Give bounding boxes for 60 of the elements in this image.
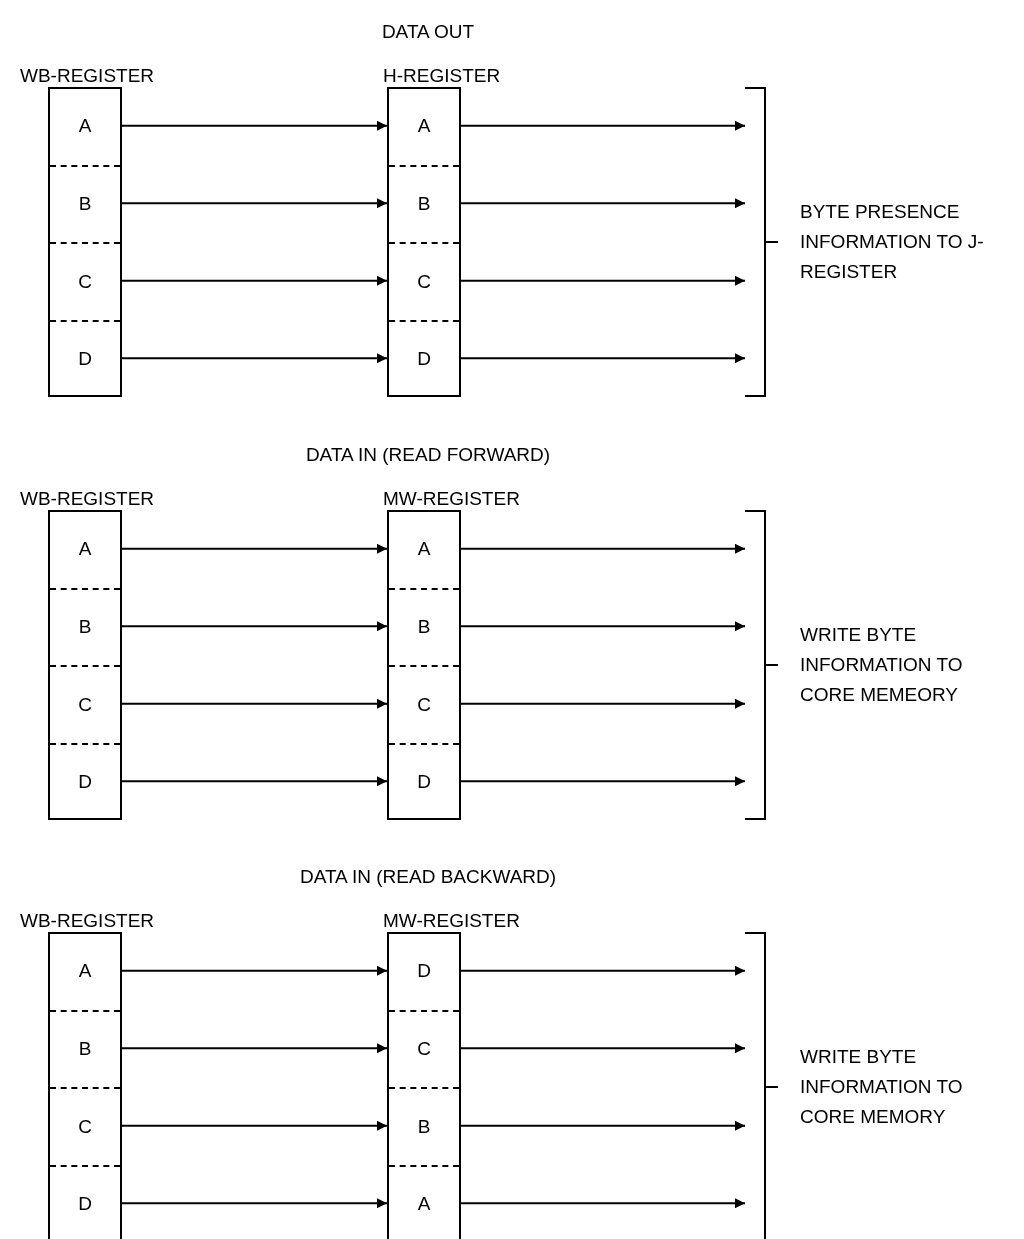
arrow: [460, 120, 746, 131]
register-cell: B: [389, 587, 459, 665]
register-cell: D: [50, 742, 120, 820]
register-cell: A: [389, 87, 459, 165]
arrow: [121, 198, 388, 209]
register-cell: D: [389, 932, 459, 1010]
register-cell: B: [50, 164, 120, 242]
bracket-note: WRITE BYTE INFORMATION TO CORE MEMORY: [800, 1045, 964, 1129]
register-cell: A: [50, 932, 120, 1010]
register-cell: B: [50, 1009, 120, 1087]
register-cell: C: [50, 1087, 120, 1165]
arrow: [460, 698, 746, 709]
register-cell: D: [50, 1164, 120, 1239]
arrow: [121, 621, 388, 632]
arrow: [121, 698, 388, 709]
arrow: [121, 120, 388, 131]
register-cell: C: [389, 242, 459, 320]
register-name: WB-REGISTER: [20, 66, 155, 85]
arrow: [460, 1198, 746, 1209]
arrow: [460, 353, 746, 364]
register-cell: A: [50, 510, 120, 588]
arrow: [460, 275, 746, 286]
arrow: [121, 275, 388, 286]
arrow: [121, 543, 388, 554]
register-cell: A: [389, 1164, 459, 1239]
arrow: [460, 621, 746, 632]
register-cell: A: [50, 87, 120, 165]
register-cell: C: [50, 665, 120, 743]
section-heading: DATA IN (READ BACKWARD): [299, 867, 557, 886]
register-name: MW-REGISTER: [383, 489, 520, 508]
register-cell: C: [50, 242, 120, 320]
register-name: WB-REGISTER: [20, 489, 155, 508]
register-cell: D: [389, 742, 459, 820]
register-cell: D: [50, 319, 120, 397]
bracket-note: WRITE BYTE INFORMATION TO CORE MEMEORY: [800, 623, 964, 707]
arrow: [121, 1120, 388, 1131]
arrow: [460, 776, 746, 787]
arrow: [460, 1120, 746, 1131]
arrow: [460, 543, 746, 554]
register-cell: B: [389, 164, 459, 242]
register-cell: C: [389, 1009, 459, 1087]
register-cell: A: [389, 510, 459, 588]
arrow: [460, 1043, 746, 1054]
register-cell: B: [50, 587, 120, 665]
register-cell: C: [389, 665, 459, 743]
register-name: MW-REGISTER: [383, 911, 520, 930]
register-cell: D: [389, 319, 459, 397]
arrow: [121, 1198, 388, 1209]
arrow: [121, 965, 388, 976]
section-heading: DATA IN (READ FORWARD): [305, 445, 551, 464]
bracket-note: BYTE PRESENCE INFORMATION TO J-REGISTER: [800, 200, 985, 284]
arrow: [460, 198, 746, 209]
arrow: [121, 1043, 388, 1054]
arrow: [121, 776, 388, 787]
section-heading: DATA OUT: [381, 22, 475, 41]
arrow: [460, 965, 746, 976]
register-cell: B: [389, 1087, 459, 1165]
register-name: WB-REGISTER: [20, 911, 155, 930]
arrow: [121, 353, 388, 364]
register-name: H-REGISTER: [383, 66, 501, 85]
